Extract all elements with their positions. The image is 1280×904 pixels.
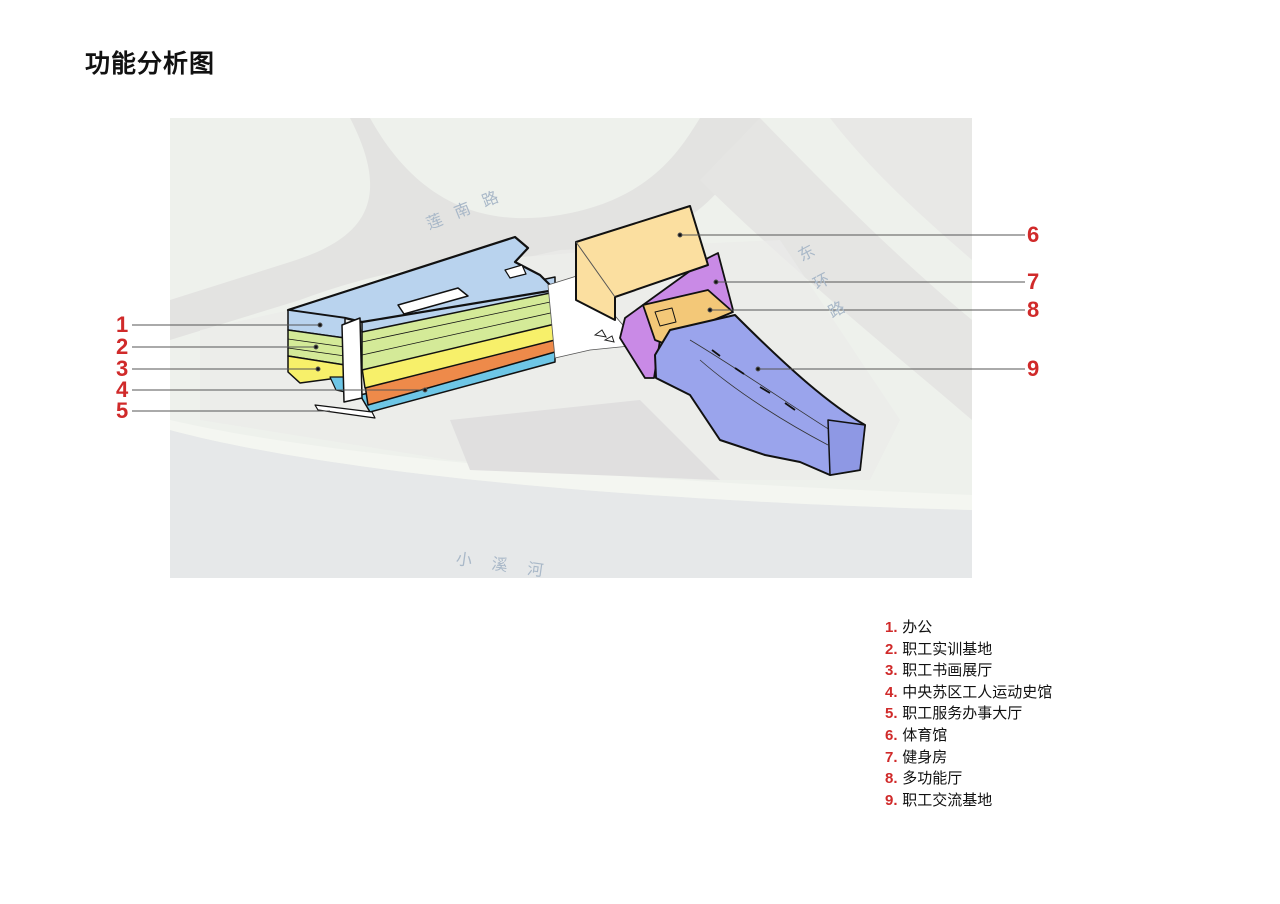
legend-label: 职工实训基地 xyxy=(902,639,993,658)
callout-5: 5 xyxy=(116,398,129,423)
legend-item: 5. 职工服务办事大厅 xyxy=(885,703,1052,725)
legend-item: 8. 多功能厅 xyxy=(885,768,1052,790)
legend-num: 2. xyxy=(885,640,898,658)
legend-item: 6. 体育馆 xyxy=(885,725,1052,747)
legend-label: 多功能厅 xyxy=(902,769,963,788)
legend-label: 健身房 xyxy=(902,747,948,766)
callout-7: 7 xyxy=(1027,269,1040,294)
legend-item: 7. 健身房 xyxy=(885,747,1052,769)
callout-3: 3 xyxy=(116,356,129,381)
legend-label: 职工书画展厅 xyxy=(902,661,993,680)
page-title: 功能分析图 xyxy=(85,49,216,78)
callout-6: 6 xyxy=(1027,222,1040,247)
plaza-bridge xyxy=(547,274,641,359)
main-office-building xyxy=(286,235,557,419)
legend-num: 7. xyxy=(885,748,898,766)
callout-4: 4 xyxy=(116,377,129,402)
legend-label: 中央苏区工人运动史馆 xyxy=(902,682,1053,701)
legend-label: 职工交流基地 xyxy=(902,790,993,809)
legend-num: 3. xyxy=(885,662,898,680)
legend-num: 4. xyxy=(885,683,898,701)
legend-num: 5. xyxy=(885,705,898,723)
legend-label: 体育馆 xyxy=(902,725,948,744)
callout-8: 8 xyxy=(1027,297,1040,322)
legend-item: 2. 职工实训基地 xyxy=(885,639,1052,661)
legend-label: 职工服务办事大厅 xyxy=(902,704,1023,723)
callout-2: 2 xyxy=(116,334,129,359)
legend-num: 6. xyxy=(885,726,898,744)
sports-complex xyxy=(575,205,866,476)
legend-num: 1. xyxy=(885,619,898,636)
legend-item: 4. 中央苏区工人运动史馆 xyxy=(885,682,1052,704)
callout-1: 1 xyxy=(116,312,129,337)
legend: 1. 办公 2. 职工实训基地 3. 职工书画展厅 4. 中央苏区工人运动史馆 … xyxy=(885,617,1052,811)
legend-item: 9. 职工交流基地 xyxy=(885,790,1052,812)
leader-lines xyxy=(132,232,1025,412)
legend-label: 办公 xyxy=(902,618,933,636)
legend-num: 9. xyxy=(885,791,898,809)
callout-9: 9 xyxy=(1027,356,1040,381)
legend-item: 1. 办公 xyxy=(885,617,1052,639)
legend-num: 8. xyxy=(885,770,898,788)
legend-item: 3. 职工书画展厅 xyxy=(885,660,1052,682)
